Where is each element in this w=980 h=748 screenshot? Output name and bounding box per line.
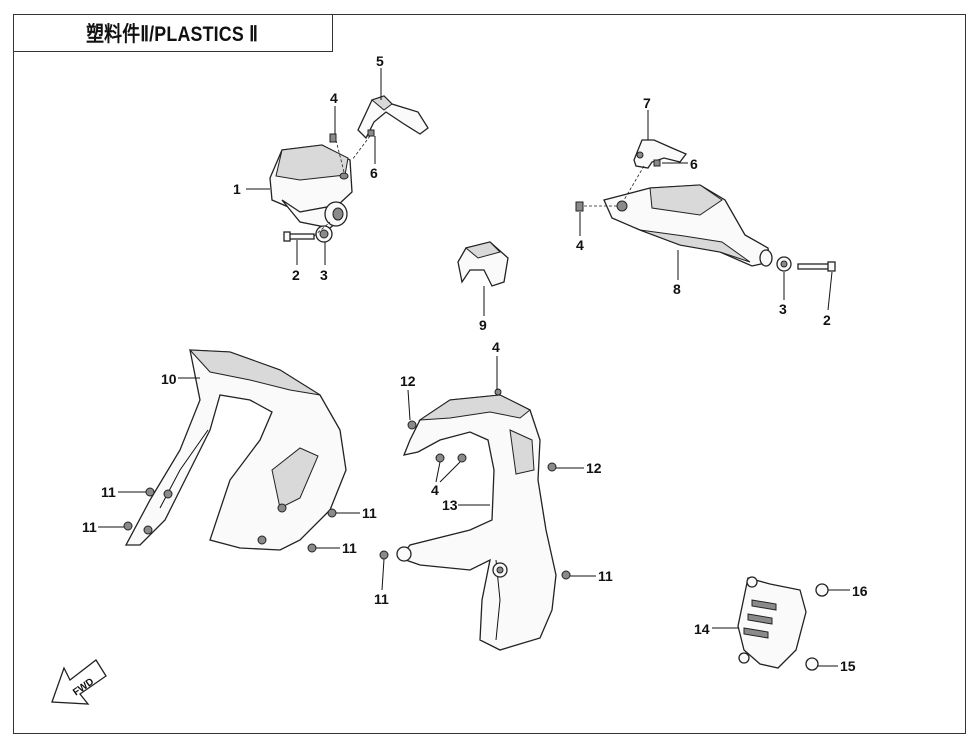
callout-label: 12 (400, 373, 416, 389)
part-10-side-cover (124, 349, 347, 551)
callout-label: 15 (840, 658, 856, 674)
callout-label: 1 (233, 181, 241, 197)
leader-lines (98, 68, 850, 667)
callout-label: 6 (370, 165, 378, 181)
part-7-right-bracket (633, 139, 688, 169)
callout-label: 3 (779, 301, 787, 317)
callout-label: 3 (320, 267, 328, 283)
callout-label: 10 (161, 371, 177, 387)
callout-label: 9 (479, 317, 487, 333)
callout-label: 8 (673, 281, 681, 297)
part-2-bolt-left (283, 231, 315, 242)
callout-label: 5 (376, 53, 384, 69)
callout-label: 11 (598, 568, 613, 584)
callout-label: 11 (374, 591, 389, 607)
part-3-washer-right (776, 256, 792, 272)
callout-label: 4 (431, 482, 439, 498)
drawing-frame (13, 14, 966, 734)
part-5-left-bracket (357, 95, 429, 140)
part-14-guard-plate (737, 576, 807, 669)
callout-label: 2 (823, 312, 831, 328)
callout-label: 11 (362, 505, 377, 521)
part-4-screw-right (575, 201, 584, 212)
fasteners (123, 388, 571, 580)
part-6-nut-right (653, 159, 661, 167)
part-9-clip-cover (457, 241, 509, 287)
callout-label: 13 (442, 497, 458, 513)
part-16-bolt (815, 583, 829, 597)
part-4-screw-left (329, 133, 337, 143)
part-2-bolt-right (797, 261, 836, 272)
callout-label: 4 (492, 339, 500, 355)
callout-label: 16 (852, 583, 868, 599)
page-title: 塑料件Ⅱ/PLASTICS Ⅱ (86, 22, 259, 46)
callout-label: 7 (643, 95, 651, 111)
callout-label: 11 (82, 519, 97, 535)
part-15-bolt (805, 657, 819, 671)
callout-label: 2 (292, 267, 300, 283)
callout-label: 11 (101, 484, 116, 500)
callout-label: 11 (342, 540, 357, 556)
part-6-nut-left (367, 129, 375, 137)
callout-label: 4 (576, 237, 584, 253)
part-1-left-mount (269, 144, 353, 229)
callout-label: 4 (330, 90, 338, 106)
title-block: 塑料件Ⅱ/PLASTICS Ⅱ (13, 14, 333, 52)
callout-label: 6 (690, 156, 698, 172)
part-3-washer-left (315, 225, 333, 243)
callout-label: 14 (694, 621, 710, 637)
fwd-arrow-icon: FWD (51, 659, 107, 705)
part-13-front-fender (396, 394, 557, 651)
part-8-right-handguard (603, 184, 773, 267)
callout-label: 12 (586, 460, 602, 476)
